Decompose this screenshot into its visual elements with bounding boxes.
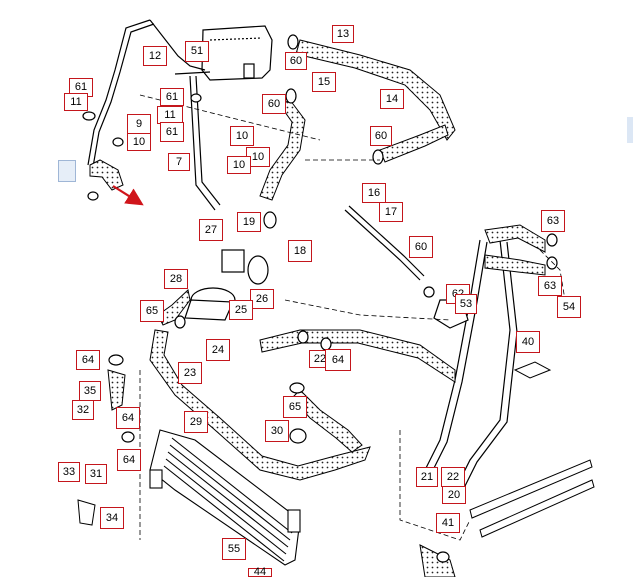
callout-label: 35: [79, 381, 101, 401]
callout-label: 10: [127, 133, 151, 151]
callout-label: 19: [237, 212, 261, 232]
highlight-box: [58, 160, 76, 182]
callout-label: 26: [250, 289, 274, 309]
callout-label: 61: [160, 88, 184, 106]
callout-label: 44: [248, 567, 272, 578]
callout-label: 65: [283, 396, 307, 418]
callout-label: 51: [185, 41, 209, 62]
callout-label: 64: [116, 407, 140, 429]
callout-label: 29: [184, 411, 208, 433]
red-arrow-icon: [112, 185, 144, 206]
scrollbar-hint: [627, 117, 633, 143]
callout-label: 25: [229, 300, 253, 320]
callout-label: 16: [362, 183, 386, 203]
callout-label: 12: [143, 46, 167, 66]
callout-label: 30: [265, 420, 289, 442]
leader-lines: [139, 94, 566, 541]
callout-label: 34: [100, 507, 124, 529]
callout-label: 60: [285, 52, 307, 70]
cable-ties: [77, 361, 595, 538]
callout-label: 13: [332, 25, 354, 43]
callout-label: 60: [262, 94, 286, 114]
callout-label: 61: [160, 122, 184, 142]
callout-label: 33: [58, 462, 80, 482]
callout-label: 64: [325, 349, 351, 371]
oil-cooler: [149, 429, 301, 566]
pump-housing: [184, 249, 469, 329]
callout-label: 60: [409, 236, 433, 258]
callout-label: 65: [140, 300, 164, 322]
callout-label: 9: [127, 114, 151, 134]
callout-label: 21: [416, 467, 438, 487]
callout-label: 32: [72, 400, 94, 420]
callout-label: 60: [370, 126, 392, 146]
callout-label: 7: [168, 153, 190, 171]
callout-label: 11: [64, 93, 88, 111]
callout-label: 22: [441, 467, 465, 487]
callout-label: 18: [288, 240, 312, 262]
callout-label: 27: [199, 219, 223, 241]
callout-label: 10: [227, 156, 251, 174]
callout-label: 24: [206, 339, 230, 361]
callout-label: 64: [117, 449, 141, 471]
callout-label: 28: [164, 269, 188, 289]
callout-label: 41: [436, 513, 460, 533]
callout-label: 63: [541, 210, 565, 232]
callout-label: 17: [379, 202, 403, 222]
callout-label: 14: [380, 89, 404, 109]
hose-clamps: [82, 34, 558, 563]
expansion-tank: [201, 25, 273, 81]
callout-label: 64: [76, 350, 100, 370]
callout-label: 31: [85, 464, 107, 484]
callout-label: 15: [312, 72, 336, 92]
callout-label: 40: [516, 331, 540, 353]
callout-label: 54: [557, 296, 581, 318]
callout-label: 63: [538, 276, 562, 296]
callout-label: 23: [178, 362, 202, 384]
callout-label: 55: [222, 538, 246, 560]
callout-label: 20: [442, 486, 466, 504]
hoses: [89, 39, 546, 577]
callout-label: 10: [230, 126, 254, 146]
callout-label: 53: [455, 294, 477, 314]
